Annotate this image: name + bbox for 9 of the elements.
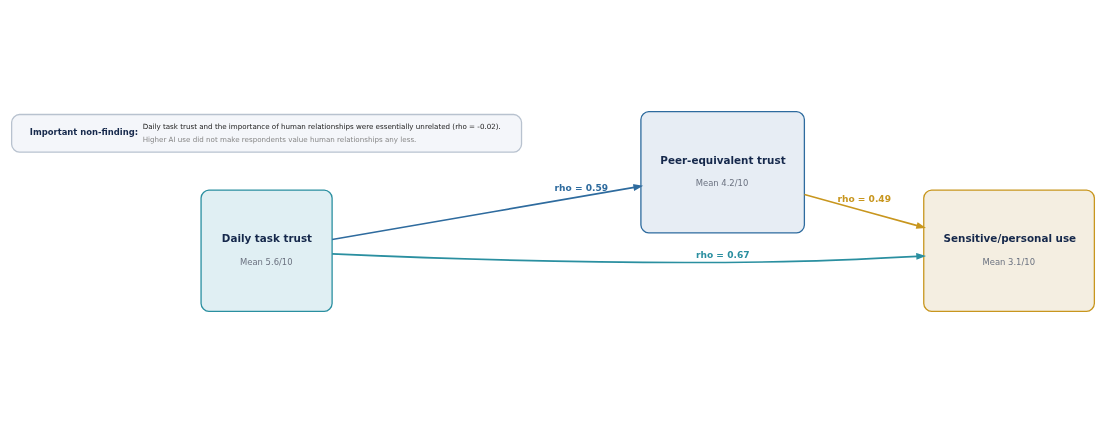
- node-box: Daily task trust Mean 5.6/10: [200, 188, 333, 312]
- node-box: Sensitive/personal use Mean 3.1/10: [923, 188, 1095, 312]
- arrow: [331, 183, 644, 240]
- node-box: Peer-equivalent trust Mean 4.2/10: [640, 110, 806, 234]
- edge-label: rho = 0.49: [837, 193, 891, 204]
- arrow: [803, 193, 926, 229]
- edge-label: rho = 0.67: [696, 249, 750, 260]
- arrow: [331, 252, 927, 263]
- edge-label: rho = 0.59: [554, 182, 609, 193]
